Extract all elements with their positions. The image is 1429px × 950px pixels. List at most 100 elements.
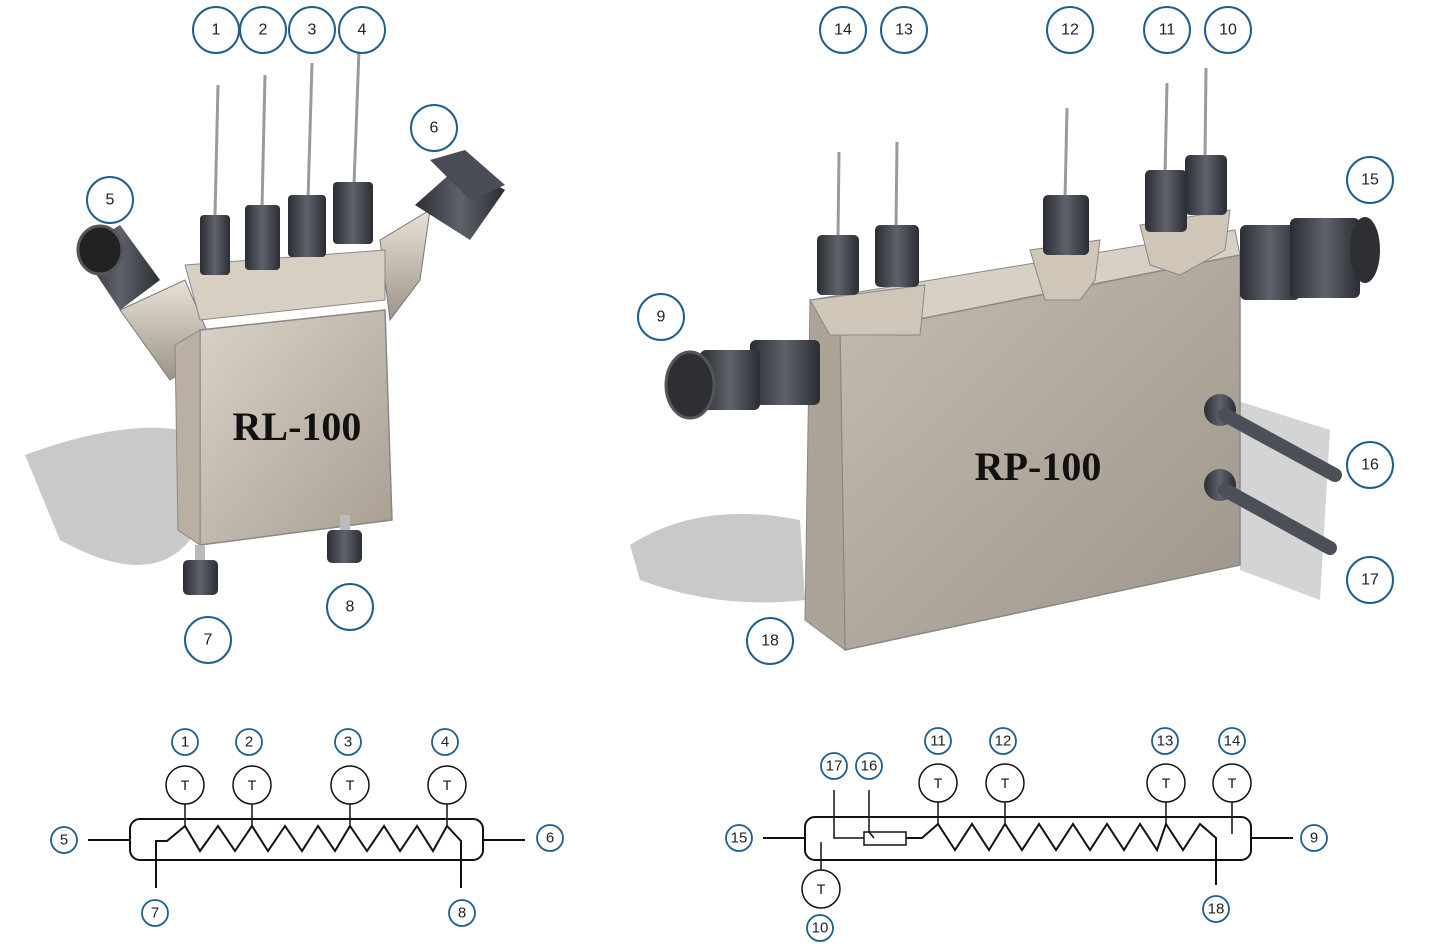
callout: 7 — [184, 616, 232, 664]
callout: 11 — [1143, 6, 1191, 54]
callout: 18 — [746, 617, 794, 665]
callout: 2 — [239, 6, 287, 54]
svg-text:T: T — [181, 777, 190, 793]
callout: 1 — [171, 728, 199, 756]
callout: 8 — [448, 899, 476, 927]
svg-text:11: 11 — [1159, 22, 1176, 39]
svg-text:13: 13 — [895, 22, 913, 39]
callout: 10 — [1204, 6, 1252, 54]
svg-text:14: 14 — [1224, 733, 1241, 750]
svg-text:1: 1 — [212, 22, 221, 39]
svg-text:2: 2 — [259, 22, 268, 39]
t-sensor: T — [918, 763, 958, 824]
rl100-right-fitting — [415, 150, 505, 240]
svg-text:14: 14 — [834, 22, 852, 39]
rp100-right-fitting — [1240, 217, 1380, 300]
callout: 14 — [1218, 727, 1246, 755]
callout: 6 — [536, 824, 564, 852]
callout: 5 — [50, 826, 78, 854]
callout: 18 — [1202, 895, 1230, 923]
rp100-callouts: 14 13 12 11 10 15 9 16 17 18 — [637, 6, 1394, 665]
callout: 2 — [235, 728, 263, 756]
svg-text:2: 2 — [245, 734, 253, 751]
callout: 1 — [192, 6, 240, 54]
callout: 9 — [637, 293, 685, 341]
svg-text:17: 17 — [826, 758, 843, 775]
t-sensor: T — [1146, 763, 1186, 824]
callout: 5 — [86, 176, 134, 224]
callout: 3 — [288, 6, 336, 54]
t-sensor: T — [985, 763, 1025, 824]
svg-text:T: T — [1001, 775, 1010, 791]
schematic-left-housing — [129, 818, 484, 861]
t-sensor: T — [330, 765, 370, 826]
callout: 16 — [1346, 441, 1394, 489]
svg-text:3: 3 — [308, 22, 317, 39]
svg-text:12: 12 — [1061, 22, 1079, 39]
rp100-render: RP-100 — [630, 67, 1380, 652]
schematic-right-heater-zigzag — [906, 821, 1217, 885]
svg-text:6: 6 — [430, 120, 439, 137]
callout: 10 — [806, 914, 834, 942]
callout: 9 — [1300, 824, 1328, 852]
svg-text:3: 3 — [344, 734, 352, 751]
svg-text:7: 7 — [151, 905, 159, 922]
rl100-shadow — [25, 427, 190, 565]
callout: 6 — [410, 104, 458, 152]
svg-text:13: 13 — [1157, 733, 1174, 750]
svg-text:9: 9 — [1310, 830, 1318, 847]
schematic-right-lead-16 — [868, 790, 875, 839]
svg-text:4: 4 — [358, 22, 367, 39]
svg-text:T: T — [1228, 775, 1237, 791]
rl100-probes — [200, 49, 373, 275]
callout: 15 — [725, 824, 753, 852]
schematic-left-heater-zigzag — [155, 824, 462, 888]
svg-text:T: T — [248, 777, 257, 793]
svg-text:15: 15 — [731, 830, 748, 847]
svg-text:8: 8 — [458, 905, 466, 922]
svg-text:4: 4 — [441, 734, 449, 751]
schematic-right-lead-17 — [833, 790, 864, 839]
callout: 4 — [431, 728, 459, 756]
rp100-label: RP-100 — [975, 444, 1102, 489]
callout: 4 — [338, 6, 386, 54]
callout: 13 — [880, 6, 928, 54]
callout: 17 — [1346, 556, 1394, 604]
callout: 15 — [1346, 156, 1394, 204]
schematic-right-housing — [804, 816, 1252, 861]
rp100-shadow — [630, 513, 805, 603]
rl100-bottom-fittings — [183, 515, 362, 595]
rp100-probes — [817, 67, 1227, 295]
rl100-callouts: 1 2 3 4 5 6 7 8 — [86, 6, 458, 664]
svg-text:15: 15 — [1361, 172, 1379, 189]
svg-text:8: 8 — [346, 599, 355, 616]
svg-text:10: 10 — [1219, 22, 1237, 39]
svg-text:5: 5 — [106, 192, 115, 209]
callout: 17 — [820, 752, 848, 780]
rp100-shadow-right — [1235, 400, 1330, 600]
svg-text:6: 6 — [546, 830, 554, 847]
t-sensor: T — [165, 765, 205, 826]
svg-text:1: 1 — [181, 734, 189, 751]
svg-text:16: 16 — [861, 758, 878, 775]
callout: 16 — [855, 752, 883, 780]
callout: 13 — [1151, 727, 1179, 755]
svg-text:9: 9 — [657, 309, 666, 326]
rp100-side-tubes — [1204, 394, 1342, 555]
svg-text:18: 18 — [761, 633, 779, 650]
rl100-body-side — [174, 329, 201, 546]
svg-text:T: T — [934, 775, 943, 791]
svg-text:T: T — [817, 881, 826, 897]
schematic-right: T T T T T 17 16 11 12 13 14 15 9 10 18 — [725, 727, 1328, 942]
rl100-left-fitting — [76, 224, 160, 310]
rl100-render: RL-100 — [25, 49, 505, 595]
t-sensor: T — [801, 842, 841, 909]
schematic-left: T T T T 1 2 3 4 5 6 7 8 — [50, 728, 564, 927]
svg-text:17: 17 — [1361, 572, 1379, 589]
rl100-label: RL-100 — [233, 404, 362, 449]
svg-text:18: 18 — [1208, 901, 1225, 918]
t-sensor: T — [1212, 763, 1252, 834]
t-sensor: T — [427, 765, 467, 826]
svg-text:T: T — [346, 777, 355, 793]
